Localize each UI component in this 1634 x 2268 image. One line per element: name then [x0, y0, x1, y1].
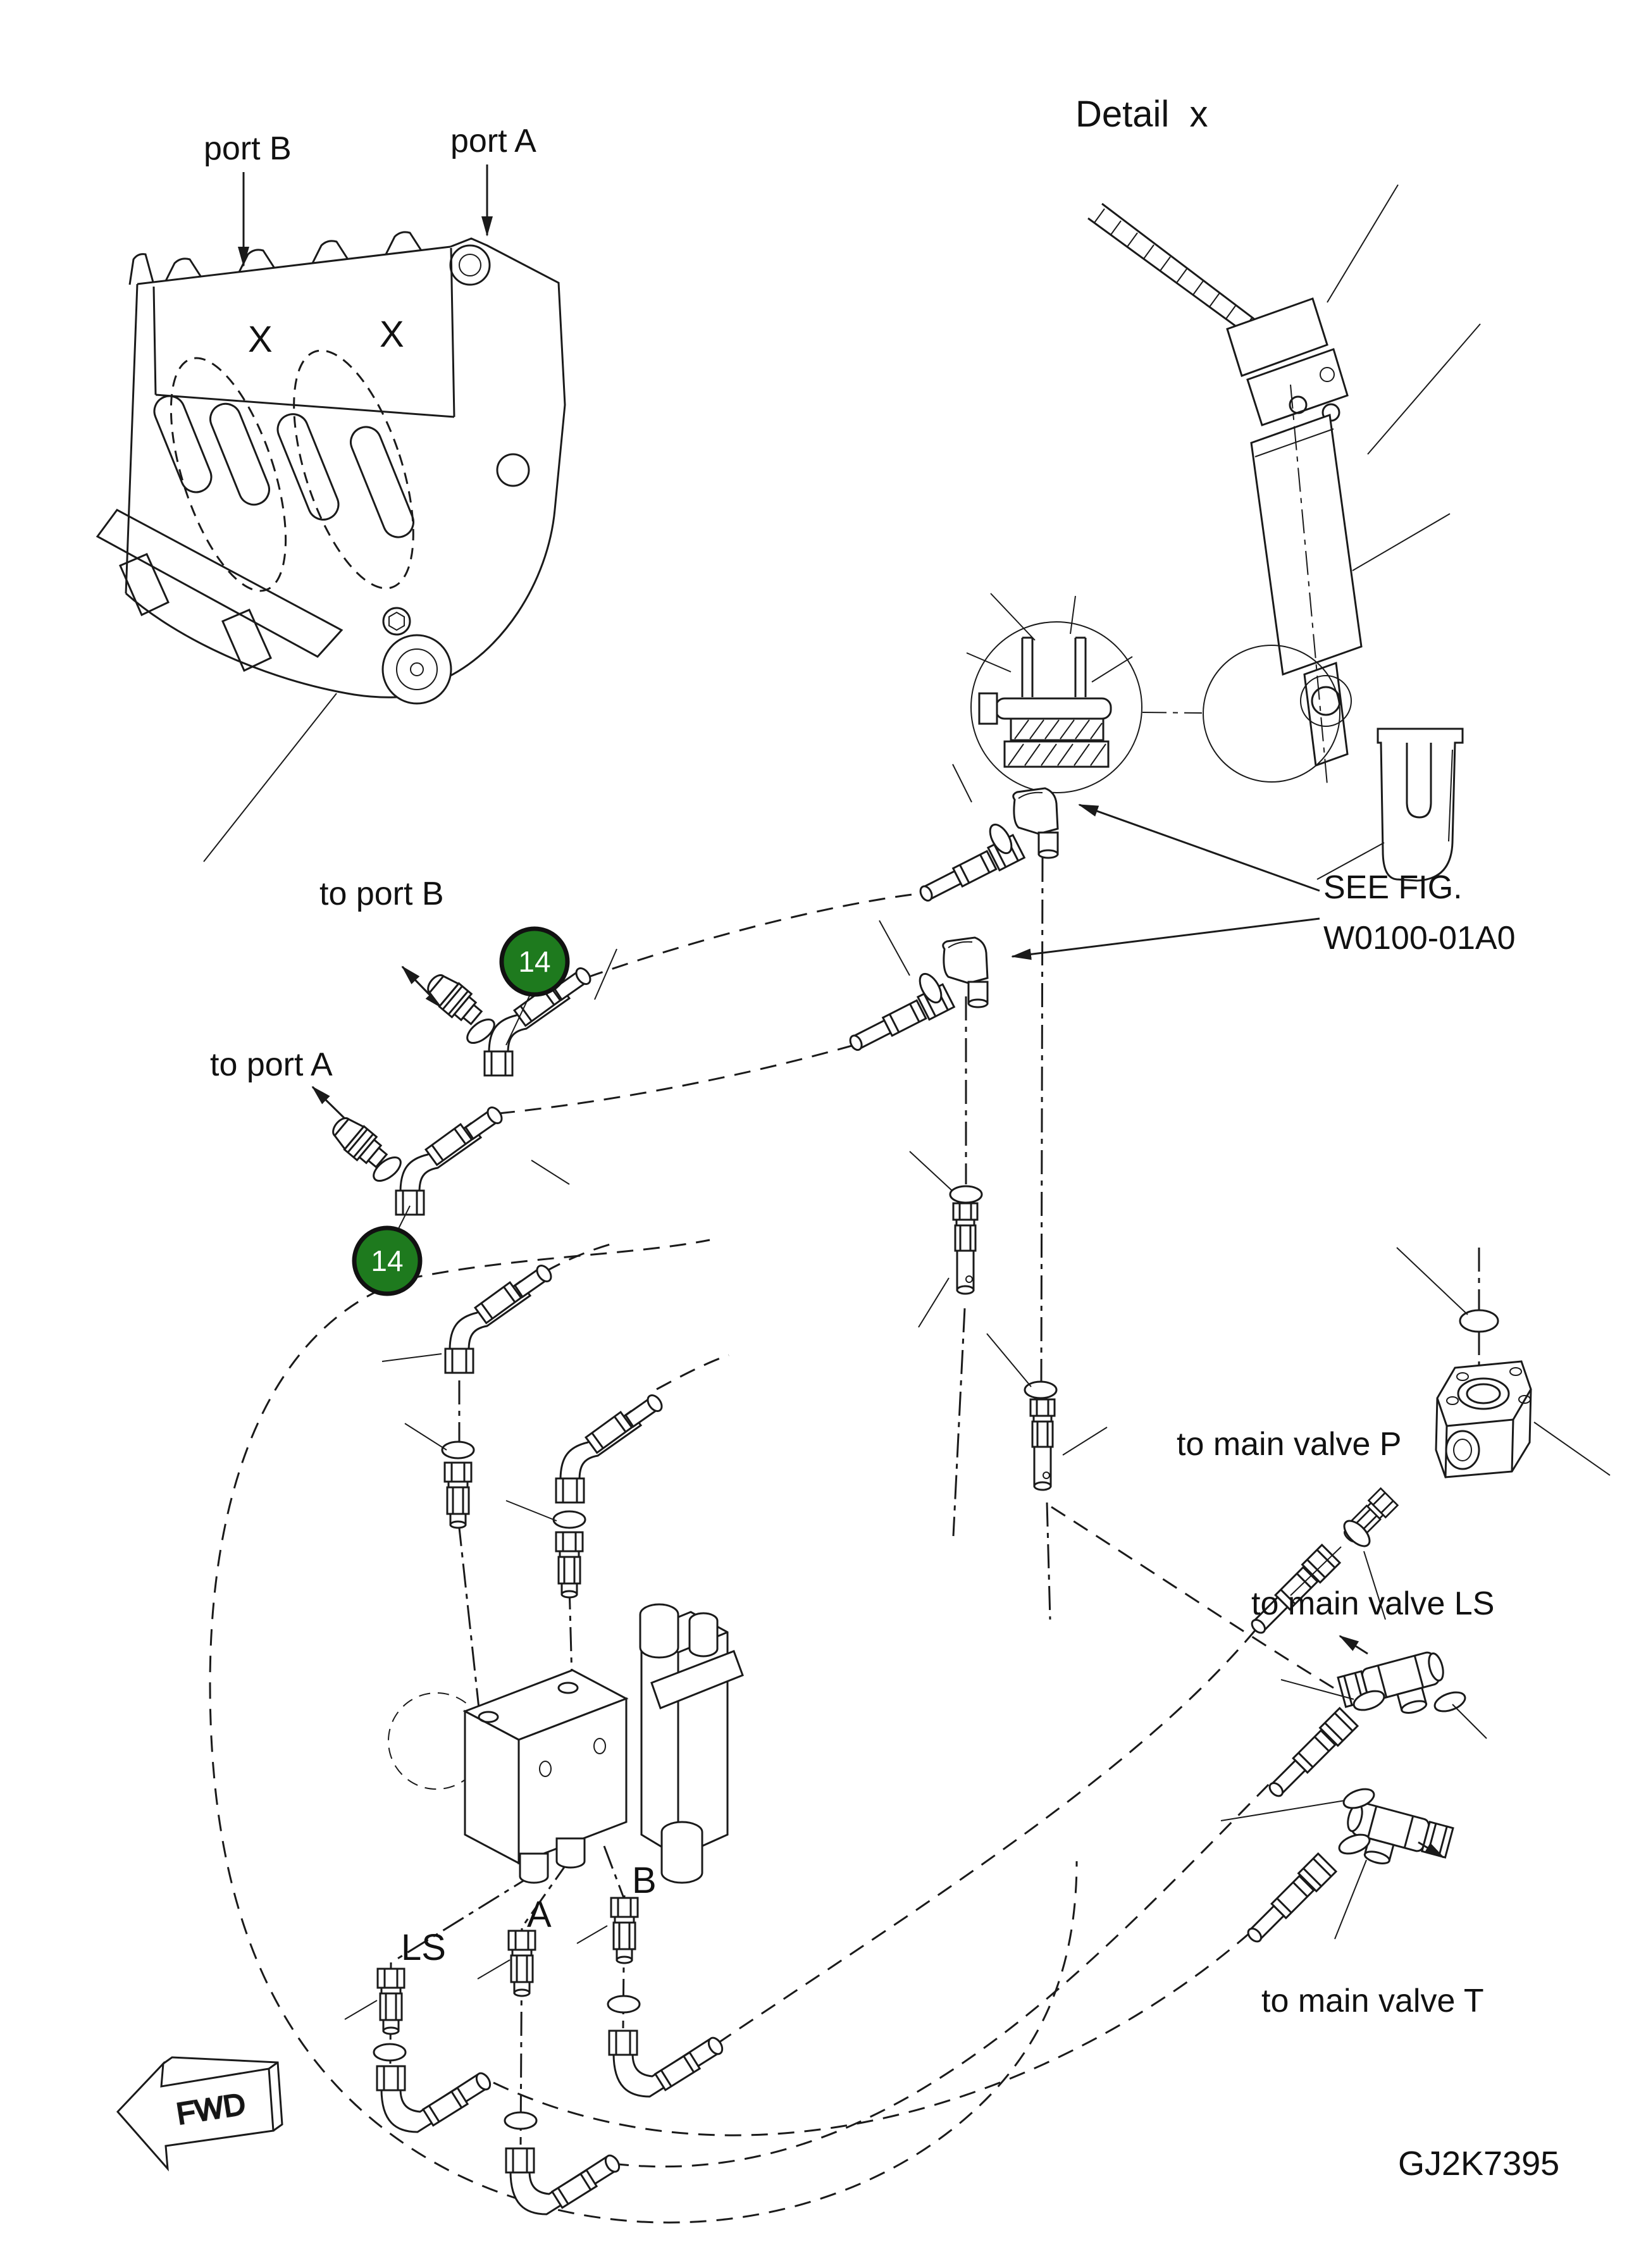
b-elbow-hose: [608, 2029, 726, 2098]
b-fitting: [610, 1897, 639, 1964]
ls-hose-end: [1263, 1707, 1359, 1803]
to-port-a-label: to port A: [210, 1046, 333, 1083]
ls-fitting: [376, 1967, 405, 2035]
feed-fitting-2: [555, 1531, 584, 1599]
route-to-ls: [612, 1776, 1277, 2168]
to-main-valve-t-label: to main valve T: [1261, 1983, 1484, 2019]
hose-routing: SEE FIG. W0100-01A0 to port B 14 to port…: [209, 764, 1611, 2224]
bottom-port-a: A: [477, 1894, 623, 2215]
inline-fitting-b: [1029, 1398, 1056, 1491]
valve-block: [388, 1603, 744, 1884]
section-marker-x-left: X: [248, 319, 273, 360]
see-fig-arrow-2: [1011, 917, 1320, 960]
oring: [1459, 1309, 1499, 1333]
inline-fitting-a: [952, 1202, 979, 1295]
port-b-bottom-label: B: [632, 1860, 657, 1901]
to-main-valve-p-label: to main valve P: [1177, 1426, 1402, 1463]
body-outline: [209, 1278, 1078, 2224]
bucket-view: port B port A: [96, 123, 566, 862]
detail-title: Detail x: [1075, 94, 1208, 135]
center-lines: [389, 857, 1480, 2145]
to-port-b-label: to port B: [319, 876, 444, 912]
balloon-14-port-b: 14: [499, 926, 570, 1046]
elbow-hose-upper-1: [915, 787, 1059, 908]
main-valve-p-cluster: to main valve P: [1177, 1247, 1611, 1640]
see-fig-line1: SEE FIG.: [1323, 869, 1463, 906]
see-fig-callout: SEE FIG. W0100-01A0: [1011, 803, 1516, 960]
detail-x-view: Detail x: [966, 94, 1481, 882]
see-fig-arrow-1: [1078, 803, 1320, 892]
route-port-a: [498, 1044, 855, 1115]
oring: [441, 1441, 475, 1459]
route-stub-1: [545, 1241, 617, 1273]
to-main-valve-ls-label: to main valve LS: [1251, 1585, 1494, 1622]
bucket-drawing: [96, 231, 566, 862]
p-flange-block: [1435, 1360, 1532, 1478]
oring: [504, 2111, 538, 2130]
port-a-elbow-hose: [395, 1103, 506, 1216]
ls-tee-fitting: [1337, 1648, 1453, 1730]
block-feed-chains: [381, 1261, 666, 1599]
section-ellipse-right: [293, 349, 414, 590]
feed-elbow-1: [444, 1261, 555, 1374]
oring: [1431, 1687, 1469, 1716]
ls-elbow-hose: [376, 2065, 494, 2133]
oring: [552, 1510, 586, 1529]
port-b-plug-fitting: [421, 967, 487, 1031]
t-hose-end: [1241, 1852, 1337, 1949]
bottom-port-ls: LS: [344, 1927, 494, 2133]
to-port-b-cluster: to port B 14: [319, 876, 617, 1077]
port-b-top-label: port B: [204, 130, 292, 167]
balloon-14-port-a: 14: [352, 1205, 423, 1296]
main-valve-t-cluster: to main valve T: [1220, 1784, 1484, 2019]
to-port-a-cluster: to port A 14: [210, 1046, 570, 1296]
balloon-number: 14: [518, 945, 550, 978]
bucket-leader-line: [203, 693, 337, 862]
to-port-a-arrow: [311, 1086, 346, 1120]
feed-elbow-2: [555, 1391, 666, 1504]
fwd-indicator: FWD: [116, 2056, 283, 2172]
a-elbow-hose: [505, 2147, 623, 2215]
feed-fitting-1: [443, 1461, 473, 1529]
t-direction-arrow: [1418, 1841, 1445, 1859]
oring: [607, 1995, 641, 2014]
detail-tooth: [1316, 728, 1464, 882]
route-port-b: [586, 892, 923, 979]
section-ellipse-left: [170, 357, 287, 592]
balloon-circle: [352, 1225, 423, 1296]
bottom-port-b: B: [576, 1860, 726, 2098]
section-marker-x-right: X: [380, 314, 404, 355]
route-to-t: [493, 1927, 1256, 2136]
see-fig-line2: W0100-01A0: [1323, 920, 1516, 957]
body-outline-top: [405, 1239, 710, 1280]
a-fitting: [507, 1930, 536, 1997]
route-ls-feed: [1051, 1506, 1334, 1689]
detail-cylinder-assembly: [1203, 184, 1481, 785]
balloon-number: 14: [371, 1244, 403, 1277]
ls-direction-arrow: [1339, 1635, 1368, 1655]
oring: [373, 2043, 407, 2062]
drawing-code: GJ2K7395: [1398, 2145, 1559, 2183]
port-a-top-label: port A: [450, 123, 536, 159]
route-to-p: [717, 1625, 1260, 2045]
detail-cross-section: [966, 593, 1203, 793]
port-ls-bottom-label: LS: [401, 1927, 446, 1968]
oring: [949, 1185, 983, 1204]
port-a-bottom-label: A: [527, 1894, 552, 1935]
balloon-circle: [499, 926, 570, 997]
main-valve-ls-cluster: to main valve LS: [1251, 1585, 1494, 1803]
route-stub-2: [656, 1354, 729, 1391]
